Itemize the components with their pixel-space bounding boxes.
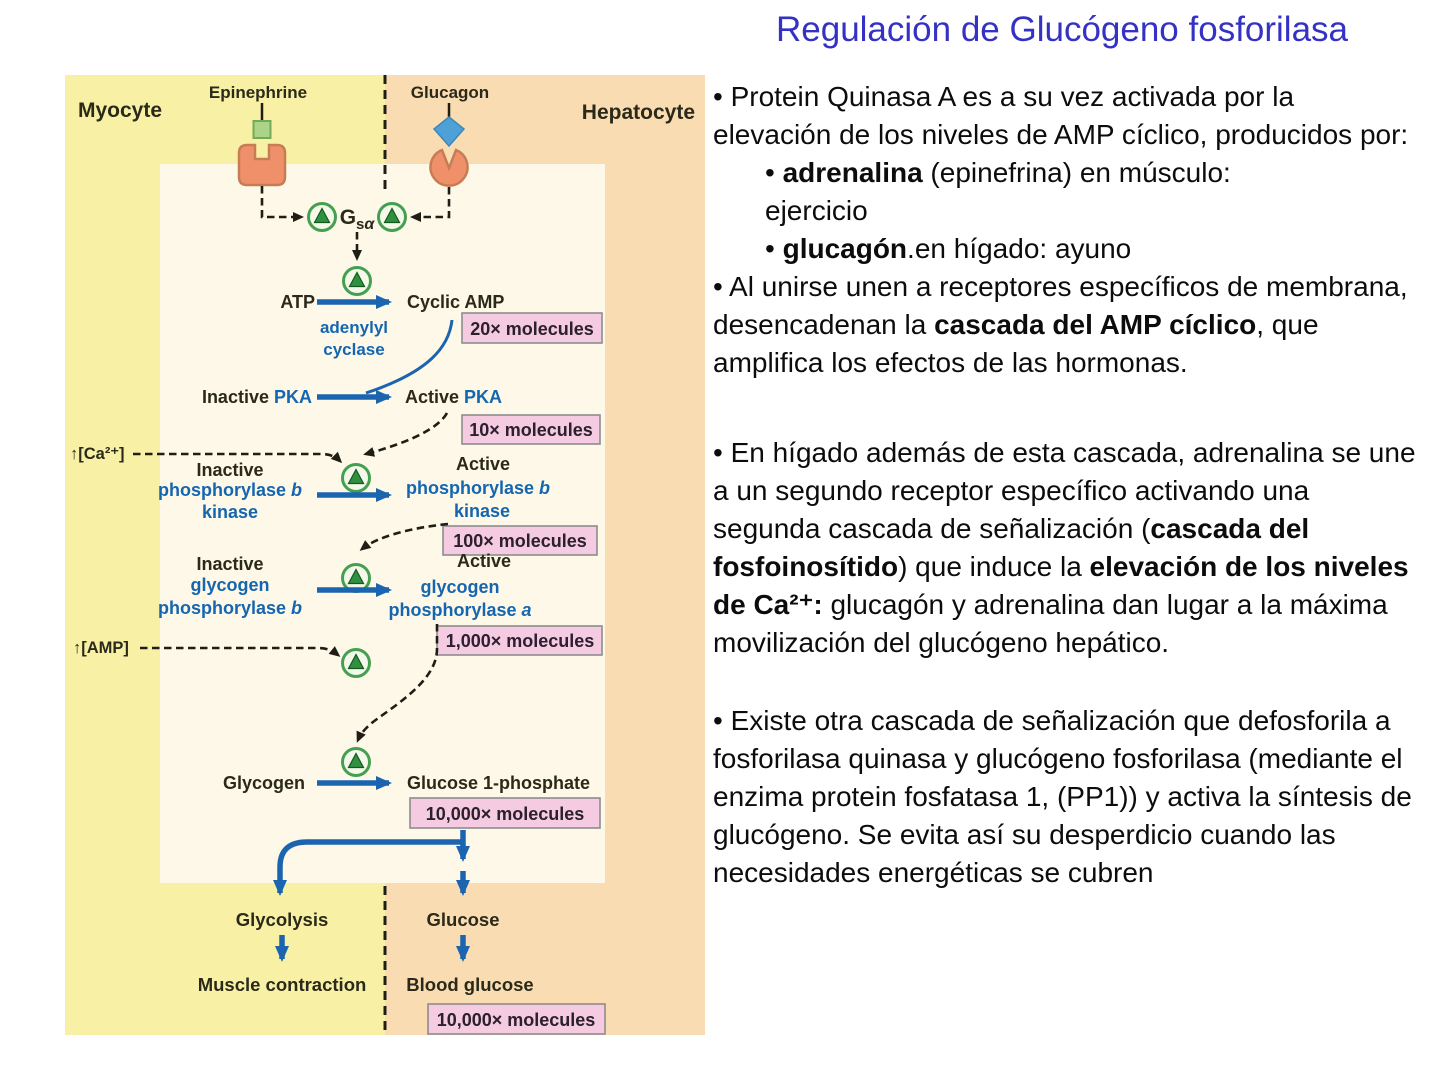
- pka-to-phk-arrow: [363, 412, 449, 457]
- glycogen-label: Glycogen: [223, 773, 305, 793]
- inactive-phk-line3: kinase: [202, 502, 258, 522]
- active-gp-line3: phosphorylase a: [388, 600, 531, 620]
- paragraph-fosfoinositido: • En hígado además de esta cascada, adre…: [713, 437, 1416, 658]
- sub-bullet-list: • adrenalina (epinefrina) en músculo: ej…: [765, 154, 1330, 268]
- active-gp-line2: glycogen: [420, 577, 499, 597]
- paragraph-pka-camp: • Protein Quinasa A es a su vez activada…: [713, 81, 1409, 150]
- glycolysis-label: Glycolysis: [236, 909, 329, 930]
- phk-phosphate-icon: [341, 463, 371, 493]
- amplification-box-10000x-blood: [427, 1003, 606, 1035]
- active-phk-line3: kinase: [454, 501, 510, 521]
- blood-glucose-label: Blood glucose: [406, 974, 533, 995]
- active-phk-line2: phosphorylase b: [406, 478, 550, 498]
- inactive-gp-word: Inactive: [196, 554, 263, 574]
- glucose-1-phosphate-label: Glucose 1-phosphate: [407, 773, 590, 793]
- inactive-pka-label: Inactive PKA: [202, 387, 312, 407]
- amplification-box-10000x: [409, 797, 601, 829]
- pathway-diagram: Myocyte Hepatocyte Epinephrine Glucagon …: [65, 75, 705, 1035]
- amplification-10000x-blood-label: 10,000× molecules: [437, 1010, 596, 1030]
- amp-phosphate-icon: [341, 648, 371, 678]
- active-gp-word: Active: [457, 551, 511, 571]
- amp-label: ↑[AMP]: [73, 639, 129, 657]
- sub-bullet-adrenalina: • adrenalina (epinefrina) en músculo: ej…: [765, 157, 1231, 226]
- camp-activation-curve: [365, 319, 454, 395]
- adrenergic-receptor-icon: [237, 143, 287, 187]
- cell-interior: [160, 164, 605, 883]
- glucagon-ligand-icon: [432, 116, 466, 148]
- amplification-box-10x: [461, 414, 601, 445]
- amplification-1000x-label: 1,000× molecules: [446, 631, 595, 651]
- amplification-100x-label: 100× molecules: [453, 531, 587, 551]
- gs-alpha-label: Gsα: [340, 206, 376, 233]
- inactive-gp-line3: phosphorylase b: [158, 598, 302, 618]
- adenylyl-label: adenylyl: [320, 318, 388, 337]
- amplification-box-1000x: [436, 625, 603, 656]
- amplification-box-100x: [442, 525, 598, 556]
- cyclase-label: cyclase: [323, 340, 384, 359]
- amplification-10000x-label: 10,000× molecules: [426, 804, 585, 824]
- epinephrine-ligand-icon: [252, 120, 272, 139]
- active-pka-label: Active PKA: [405, 387, 502, 407]
- sub-bullet-glucagon: • glucagón.en hígado: ayuno: [765, 233, 1132, 264]
- glycogen-phosphate-icon: [341, 747, 371, 777]
- amplification-10x-label: 10× molecules: [469, 420, 593, 440]
- glucagon-to-gprotein-arrow: [410, 187, 451, 222]
- glucose-label: Glucose: [427, 909, 500, 930]
- epinephrine-to-gprotein-arrow: [260, 186, 304, 222]
- gp-to-glycogen-arrow: [356, 624, 439, 743]
- paragraph-pp1: • Existe otra cascada de señalización qu…: [713, 705, 1412, 888]
- myocyte-label: Myocyte: [78, 99, 162, 122]
- glucagon-label: Glucagon: [411, 83, 489, 102]
- amplification-box-20x: [461, 312, 603, 344]
- gprotein-phosphate-icon-left: [307, 202, 337, 232]
- calcium-arrow: [133, 451, 343, 464]
- calcium-label: ↑[Ca²⁺]: [70, 445, 125, 463]
- branch-to-glycolysis-arrow: [273, 839, 463, 896]
- muscle-contraction-label: Muscle contraction: [198, 974, 367, 995]
- inactive-phk-line2: phosphorylase b: [158, 480, 302, 500]
- phk-to-gp-arrow: [359, 522, 449, 551]
- glucagon-receptor-icon: [429, 148, 469, 187]
- slide-title: Regulación de Glucógeno fosforilasa: [775, 10, 1349, 49]
- epinephrine-label: Epinephrine: [209, 83, 307, 102]
- active-phk-word: Active: [456, 454, 510, 474]
- inactive-gp-line2: glycogen: [190, 575, 269, 595]
- gprotein-phosphate-icon-right: [377, 202, 407, 232]
- inactive-phk-word: Inactive: [196, 460, 263, 480]
- adenylyl-cyclase-icon: [342, 266, 372, 296]
- cyclic-amp-label: Cyclic AMP: [407, 292, 504, 312]
- atp-label: ATP: [280, 292, 315, 312]
- paragraph-cascada-amp: • Al unirse unen a receptores específico…: [713, 271, 1408, 378]
- hepatocyte-label: Hepatocyte: [582, 101, 695, 124]
- amp-arrow: [140, 646, 341, 657]
- amplification-20x-label: 20× molecules: [470, 319, 594, 339]
- slide-body-text: • Protein Quinasa A es a su vez activada…: [713, 78, 1419, 892]
